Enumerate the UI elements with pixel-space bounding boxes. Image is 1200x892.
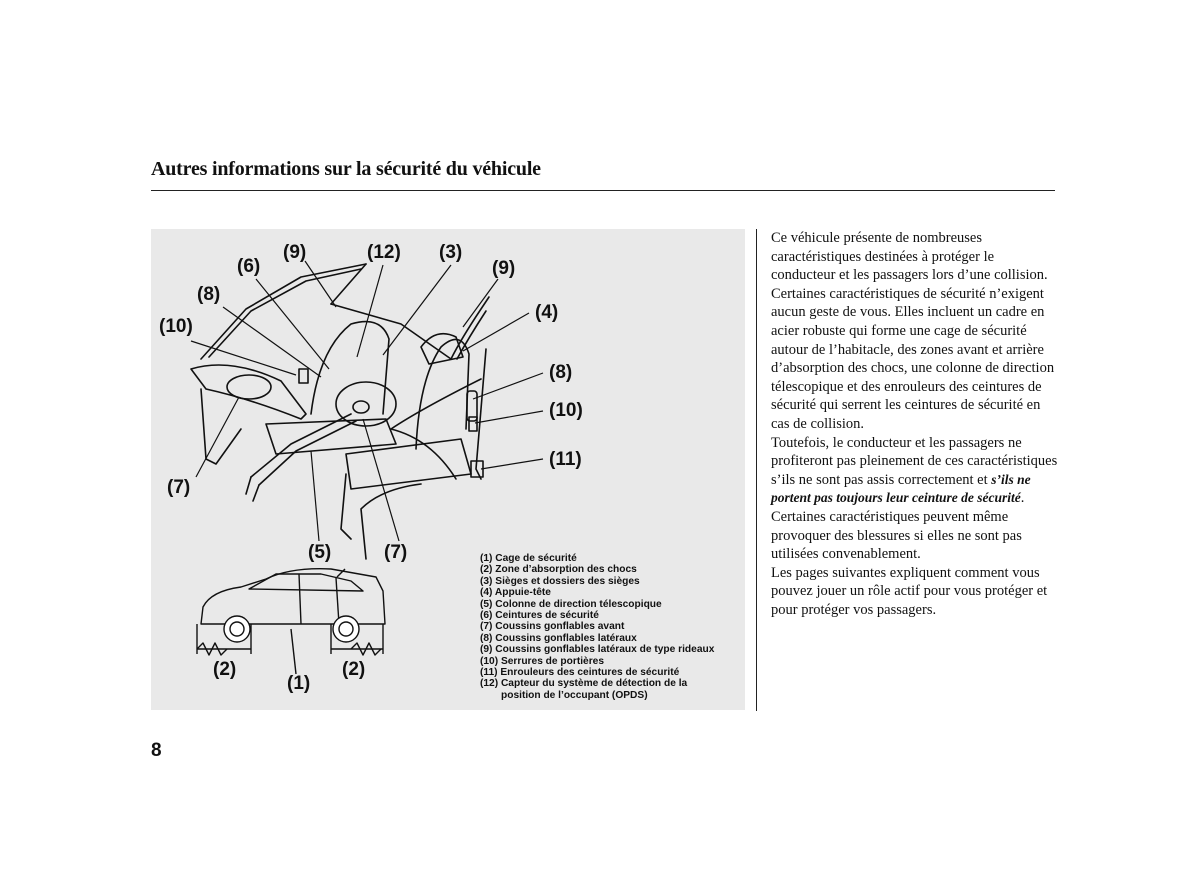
- legend-item: (11) Enrouleurs des ceintures de sécurit…: [480, 667, 680, 679]
- legend-item: (4) Appuie-tête: [480, 587, 551, 599]
- paragraph-text: Toutefois, le conducteur et les passager…: [771, 434, 1058, 488]
- callout-11: (11): [549, 449, 582, 470]
- glovebox-side: [200, 388, 242, 465]
- legend-item: (10) Serrures de portières: [480, 655, 605, 667]
- legend-item: (6) Ceintures de sécurité: [480, 610, 599, 622]
- paragraph: Toutefois, le conducteur et les passager…: [771, 434, 1061, 564]
- paragraph: Ce véhicule présente de nombreuses carac…: [771, 230, 1048, 284]
- callout-6: (6): [237, 256, 261, 277]
- front-wheel: [223, 615, 251, 643]
- passenger-seatback: [415, 338, 470, 450]
- paragraph-text: . Certaines caractéristiques peuvent mêm…: [771, 490, 1025, 563]
- legend-item: (1) Cage de sécurité: [480, 553, 577, 564]
- paragraph: Certaines caractéristiques de sécurité n…: [771, 285, 1055, 432]
- steering-column: [250, 413, 357, 486]
- paragraph: Les pages suivantes expliquent comment v…: [771, 564, 1048, 618]
- safety-features-figure: (6) (9) (12) (3) (9) (8) (4) (10) (8) (1…: [151, 229, 745, 710]
- callout-12: (12): [367, 242, 401, 263]
- legend-item: (5) Colonne de direction télescopique: [480, 598, 662, 610]
- headrest: [420, 332, 464, 365]
- legend-item: (9) Coussins gonflables latéraux de type…: [480, 644, 715, 656]
- callout-8-left: (8): [197, 284, 221, 305]
- steering-wheel: [335, 381, 397, 427]
- car-body: [200, 568, 386, 625]
- callout-2-front: (2): [213, 659, 237, 680]
- legend-item: (7) Coussins gonflables avant: [480, 621, 625, 633]
- windshield-line: [330, 303, 452, 360]
- callout-7-left: (7): [167, 477, 191, 498]
- figure-legend: (1) Cage de sécurité (2) Zone d’absorpti…: [480, 553, 714, 701]
- page-number: 8: [151, 740, 162, 761]
- driver-seatback: [310, 320, 390, 415]
- seat-belt-webbing: [390, 378, 482, 480]
- door-edge: [360, 483, 422, 560]
- callout-5: (5): [308, 542, 332, 563]
- roof-line: [200, 263, 367, 360]
- side-airbag-module: [466, 390, 478, 422]
- emphasis-text: s’ils ne portent pas toujours leur ceint…: [771, 471, 1031, 506]
- callout-4: (4): [535, 302, 559, 323]
- passenger-airbag: [226, 374, 272, 400]
- a-pillar: [450, 296, 490, 360]
- car-interior-illustration: [190, 260, 544, 675]
- callout-9-right: (9): [492, 258, 516, 279]
- callout-9-upper: (9): [283, 242, 307, 263]
- page-title: Autres informations sur la sécurité du v…: [151, 158, 541, 180]
- callout-10-left: (10): [159, 316, 193, 337]
- callout-1: (1): [287, 673, 311, 694]
- legend-item: (2) Zone d’absorption des chocs: [480, 564, 637, 576]
- seat-belt-pillar: [475, 348, 487, 480]
- door-lock: [298, 368, 309, 384]
- column-divider: [756, 229, 757, 711]
- rear-wheel: [332, 615, 360, 643]
- legend-item: (12) Capteur du système de détection de …: [480, 678, 688, 690]
- callout-3: (3): [439, 242, 463, 263]
- legend-item: (8) Coussins gonflables latéraux: [480, 632, 637, 644]
- legend-item-continuation: position de l’occupant (OPDS): [501, 689, 648, 701]
- callout-7-center: (7): [384, 542, 408, 563]
- callout-10-right: (10): [549, 400, 583, 421]
- car-windows: [248, 573, 364, 592]
- legend-item: (3) Sièges et dossiers des sièges: [480, 575, 640, 587]
- title-rule: [151, 190, 1055, 191]
- dashboard: [190, 364, 307, 420]
- callout-8-right: (8): [549, 362, 573, 383]
- body-text: Ce véhicule présente de nombreuses carac…: [771, 229, 1061, 619]
- callout-2-rear: (2): [342, 659, 366, 680]
